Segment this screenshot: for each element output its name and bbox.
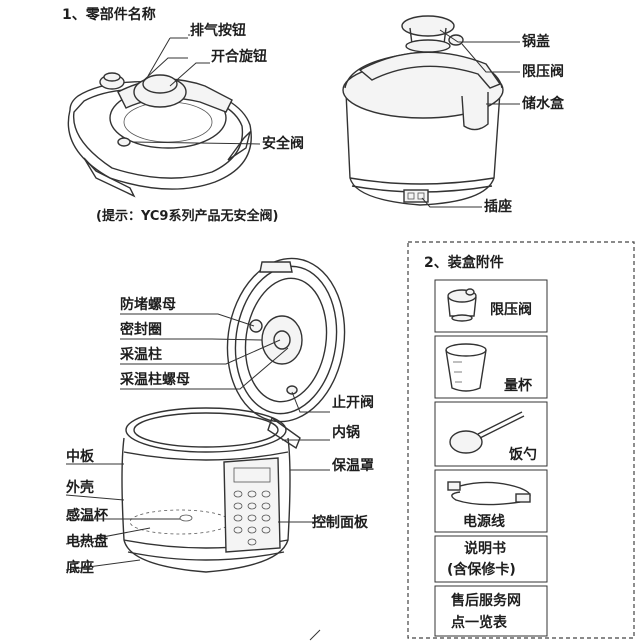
measuring-cup-icon bbox=[445, 343, 487, 392]
label-seal-ring: 密封圈 bbox=[119, 321, 162, 338]
section2-heading: 2、装盒附件 bbox=[424, 254, 504, 271]
accessory-label-measuring-cup: 量杯 bbox=[504, 377, 533, 394]
label-sensor-cup: 感温杯 bbox=[66, 507, 109, 524]
label-exhaust-button: 排气按钮 bbox=[190, 22, 246, 39]
label-anti-block-nut: 防堵螺母 bbox=[120, 296, 176, 313]
accessory-label-manual: 说明书 bbox=[464, 540, 506, 557]
accessory-card-pressure-valve bbox=[434, 279, 548, 333]
label-base: 底座 bbox=[66, 559, 94, 576]
accessory-label-service-list: 售后服务网 bbox=[450, 592, 521, 609]
accessory-sublabel-service-list: 点一览表 bbox=[451, 614, 508, 631]
label-temp-column-nut: 采温柱螺母 bbox=[119, 371, 190, 388]
label-stop-valve: 止开阀 bbox=[332, 394, 374, 411]
pressure-valve-icon bbox=[447, 288, 477, 322]
lid-drawing bbox=[67, 72, 252, 198]
label-middle-plate: 中板 bbox=[66, 448, 95, 465]
label-insulation-cover: 保温罩 bbox=[331, 457, 374, 474]
label-control-panel: 控制面板 bbox=[312, 514, 369, 531]
accessory-card-measuring-cup bbox=[434, 335, 548, 399]
label-pressure-valve: 限压阀 bbox=[522, 63, 564, 80]
label-lid: 锅盖 bbox=[522, 33, 550, 50]
accessory-label-power-cord: 电源线 bbox=[463, 513, 505, 530]
label-temp-column: 采温柱 bbox=[119, 346, 162, 363]
label-socket: 插座 bbox=[484, 198, 512, 215]
rice-spoon-icon bbox=[449, 411, 525, 454]
label-safety-valve: 安全阀 bbox=[262, 135, 304, 152]
section1-heading: 1、零部件名称 bbox=[62, 6, 156, 23]
power-cord-icon bbox=[447, 481, 531, 506]
accessory-card-manual bbox=[434, 535, 548, 583]
label-water-box: 储水盒 bbox=[521, 95, 565, 112]
accessory-label-rice-spoon: 饭勺 bbox=[508, 446, 537, 463]
safety-valve-note: (提示：YC9系列产品无安全阀) bbox=[96, 208, 278, 224]
accessory-label-pressure-valve: 限压阀 bbox=[490, 301, 532, 318]
label-open-close-knob: 开合旋钮 bbox=[211, 48, 267, 65]
accessory-sublabel-manual: (含保修卡) bbox=[447, 561, 516, 578]
closed-cooker-drawing bbox=[342, 15, 504, 206]
label-outer-shell: 外壳 bbox=[66, 479, 94, 496]
open-cooker-drawing bbox=[121, 257, 346, 573]
accessories-box bbox=[407, 241, 635, 639]
label-heating-plate: 电热盘 bbox=[66, 533, 108, 550]
accessory-card-service-list bbox=[434, 585, 548, 637]
accessory-card-rice-spoon bbox=[434, 401, 548, 467]
label-inner-pot: 内锅 bbox=[332, 424, 360, 441]
